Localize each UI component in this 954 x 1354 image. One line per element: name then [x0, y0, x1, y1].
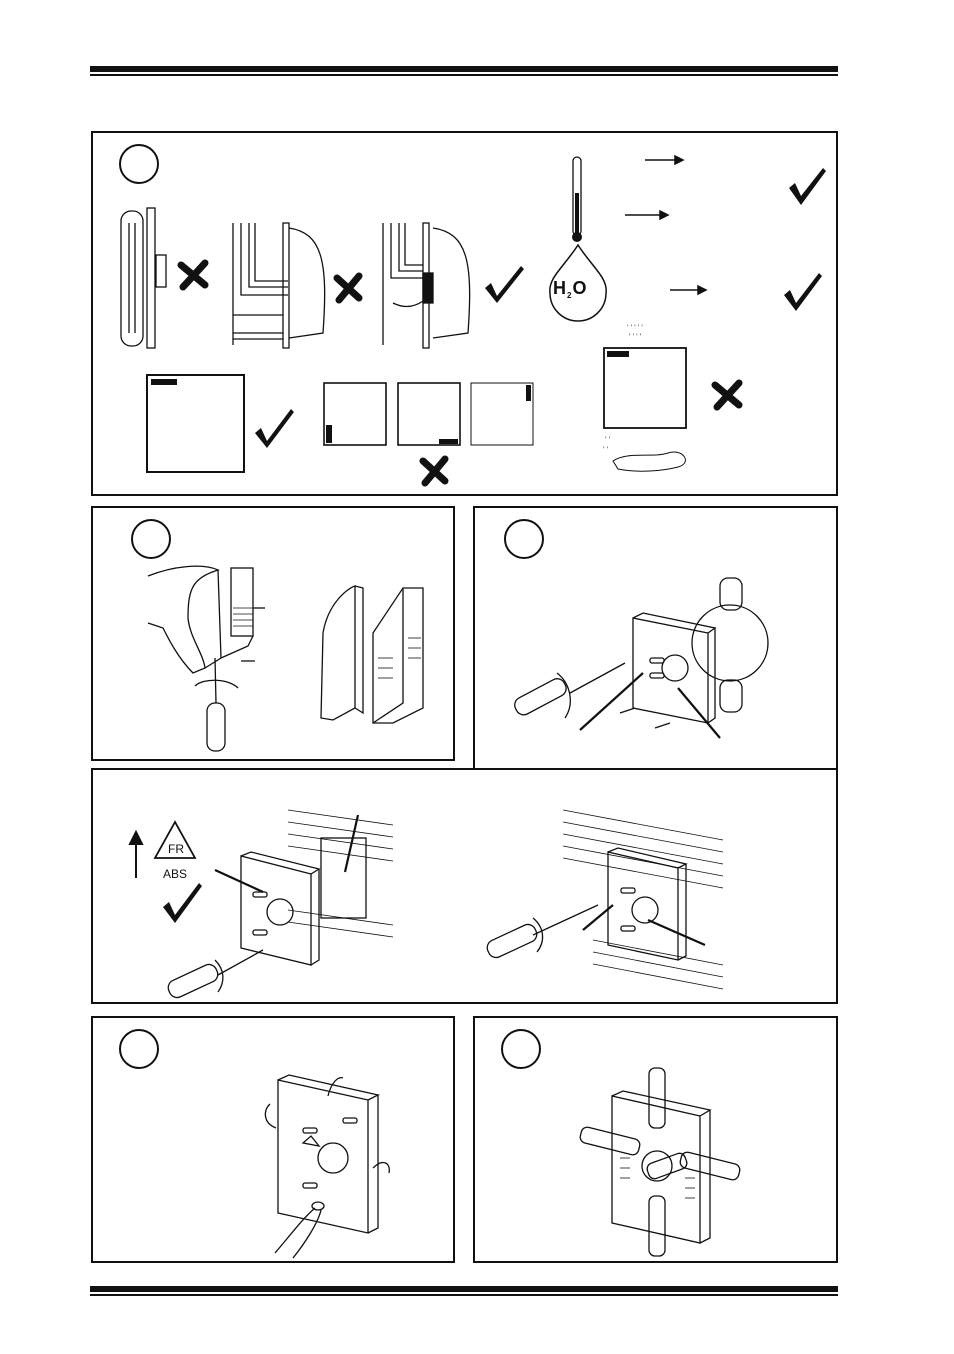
- sensor-base-illustration: [278, 1080, 368, 1233]
- callout-line: [215, 870, 263, 892]
- sensor-base-illustration: [241, 856, 311, 965]
- check-mark-icon: [784, 273, 822, 311]
- cross-mark-icon: [715, 383, 739, 407]
- sensor-base-illustration: [612, 1096, 700, 1243]
- top-rule-thick: [90, 66, 838, 72]
- wall-cable-wrong-illustration: [233, 223, 325, 348]
- break-out-illustration: [93, 1018, 457, 1265]
- open-housing-illustration: [93, 508, 457, 763]
- conduit-pipe: [579, 1126, 641, 1156]
- svg-text:' ': ' ': [603, 446, 609, 453]
- svg-text:' ' ' ': ' ' ' ': [629, 333, 642, 340]
- housing-cover-illustration: [321, 586, 355, 720]
- housing-base-illustration: [373, 588, 423, 723]
- water-formula: H2O: [553, 278, 586, 300]
- check-mark-icon: [485, 266, 524, 303]
- panel-wall-mounting: FR ABS: [91, 768, 838, 1004]
- check-mark-icon: [789, 168, 826, 205]
- conduit-pipe: [649, 1196, 665, 1256]
- screwdriver-icon: [512, 663, 625, 718]
- pliers-icon: [275, 1202, 324, 1258]
- cross-mark-icon: [337, 276, 359, 300]
- water-formula-sub: 2: [567, 291, 571, 300]
- recycling-label-top: FR: [168, 842, 184, 856]
- recycling-label-bottom: ABS: [163, 867, 187, 881]
- cross-mark-icon: [181, 263, 205, 287]
- check-mark-icon: [255, 409, 294, 448]
- bottom-rule-thick: [90, 1286, 838, 1292]
- panel-conduit-entries: [473, 1016, 838, 1263]
- water-formula-h: H: [553, 278, 566, 298]
- screwdriver-icon: [166, 950, 263, 1000]
- hand-illustration: [148, 566, 218, 673]
- arrow-up-icon: [130, 832, 142, 878]
- svg-text:' ' ' ' ': ' ' ' ' ': [627, 324, 643, 331]
- conduit-entries-illustration: [475, 1018, 840, 1265]
- svg-text:' ': ' ': [605, 436, 611, 443]
- panel-mount-junction-box: [473, 506, 838, 772]
- callout-line: [648, 920, 705, 945]
- sensor-base-illustration: [633, 618, 708, 723]
- panel-break-out-entries: [91, 1016, 455, 1263]
- screwdriver-icon: [485, 905, 598, 960]
- cross-mark-icon: [423, 459, 445, 483]
- bottom-rule-thin: [90, 1294, 838, 1296]
- water-formula-o: O: [572, 278, 586, 298]
- screwdriver-icon: [195, 658, 238, 751]
- panel-mounting-location: ' ' ' ' ' ' ' ' ' ' ' ' ' H2O: [91, 131, 838, 496]
- mounting-location-illustration: ' ' ' ' ' ' ' ' ' ' ' ' ': [93, 133, 840, 498]
- wall-cable-sealed-illustration: [383, 223, 470, 348]
- panel-open-housing: [91, 506, 455, 761]
- pipe-illustration: [121, 208, 166, 348]
- thermometer-icon: [572, 157, 582, 242]
- junction-box-mount-illustration: [475, 508, 840, 774]
- wall-mounting-illustration: [93, 770, 840, 1006]
- top-rule-thin: [90, 74, 838, 76]
- callout-line: [678, 688, 720, 738]
- check-mark-icon: [163, 883, 202, 923]
